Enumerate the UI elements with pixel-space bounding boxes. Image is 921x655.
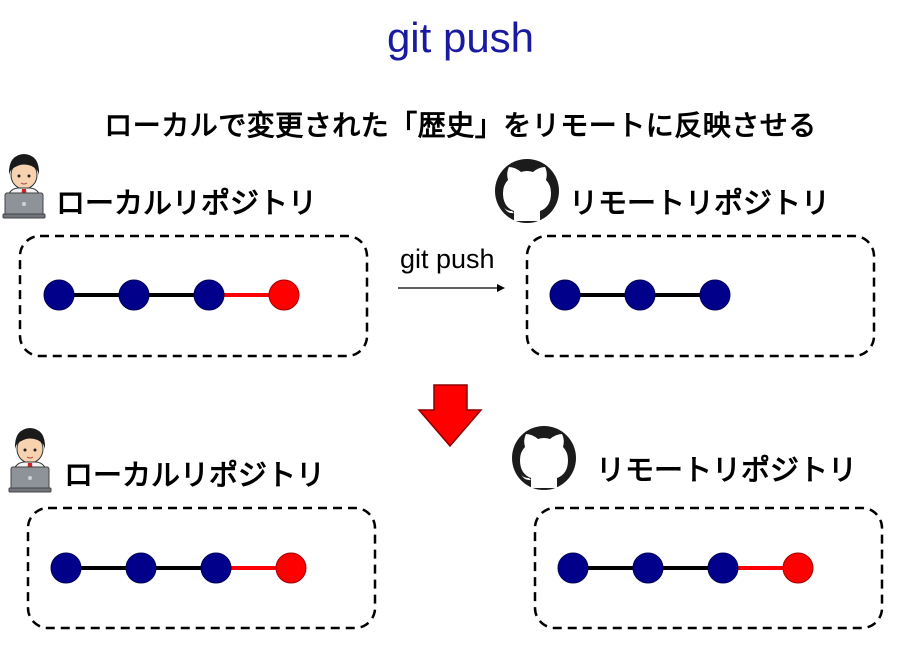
diagram-subtitle: ローカルで変更された「歴史」をリモートに反映させる	[104, 109, 817, 142]
before-remote-commit-node	[549, 279, 581, 311]
before-local-repo-box	[18, 234, 369, 358]
after-local-commit-node	[200, 552, 232, 584]
after-remote-commit-node	[557, 552, 589, 584]
after-local-new-commit-node	[275, 552, 307, 584]
after-local-commit-node	[50, 552, 82, 584]
before-local-commit-node	[43, 279, 75, 311]
after-remote-commit-node	[707, 552, 739, 584]
git-push-arrow-label: git push	[400, 244, 495, 274]
after-remote-repo-box	[533, 506, 884, 630]
before-remote-commit-node	[699, 279, 731, 311]
before-github-icon	[495, 159, 559, 223]
after-local-repo-label: ローカルリポジトリ	[64, 458, 326, 492]
diagram-title: git push	[386, 14, 535, 61]
after-remote-new-commit-node	[782, 552, 814, 584]
after-local-repo-box	[26, 506, 377, 630]
before-user-icon	[2, 153, 46, 219]
before-local-commit-node	[118, 279, 150, 311]
before-remote-repo-box	[525, 234, 876, 358]
after-local-commit-chain	[50, 552, 307, 584]
after-remote-commit-node	[632, 552, 664, 584]
after-remote-repo-label: リモートリポジトリ	[596, 453, 858, 487]
before-local-commit-node	[193, 279, 225, 311]
before-local-repo-label: ローカルリポジトリ	[56, 186, 318, 220]
before-remote-commit-node	[624, 279, 656, 311]
before-local-commit-chain	[43, 279, 300, 311]
before-local-new-commit-node	[268, 279, 300, 311]
transition-down-arrow	[417, 384, 483, 448]
after-remote-commit-chain	[557, 552, 814, 584]
before-remote-commit-chain	[549, 279, 731, 311]
after-local-commit-node	[125, 552, 157, 584]
after-user-icon	[8, 427, 52, 493]
before-remote-repo-label: リモートリポジトリ	[569, 186, 831, 220]
git-push-arrow	[398, 284, 505, 292]
after-github-icon	[512, 426, 576, 490]
